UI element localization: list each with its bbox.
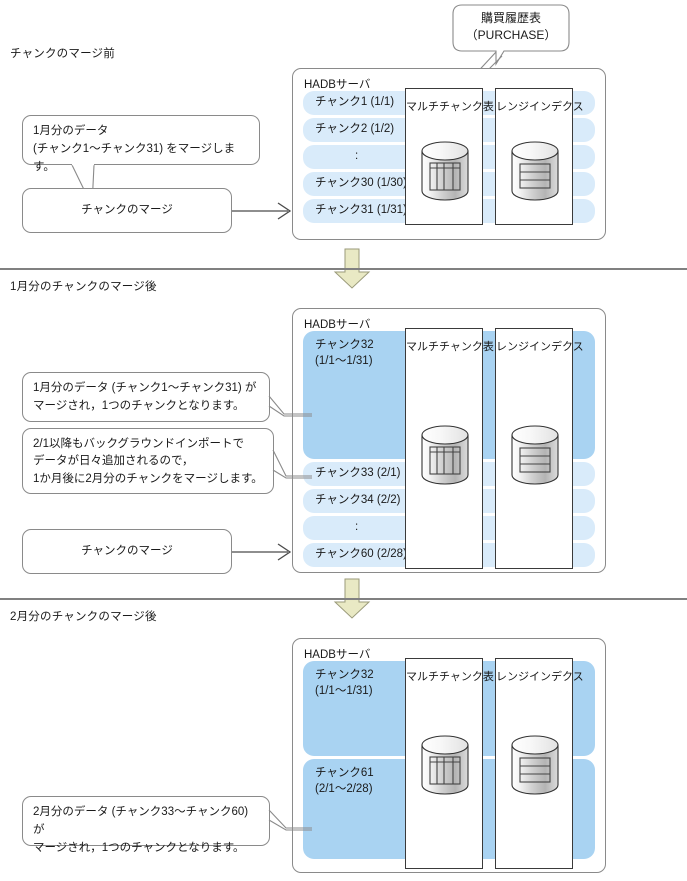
purchase-table-callout: 購買履歴表 （PURCHASE）: [452, 4, 570, 66]
hadb-server-label-after-february: HADBサーバ: [304, 649, 371, 661]
merge-flow-arrow-after-january: [232, 543, 292, 561]
merged-chunk-callout-leader: [268, 395, 312, 417]
section-title-after-january: 1月分のチャンクのマージ後: [10, 281, 157, 293]
chunk-label: チャンク61 (2/1～2/28): [315, 767, 374, 795]
chunk-label: チャンク32 (1/1～1/31): [315, 669, 374, 697]
section-divider-1: [0, 268, 687, 270]
hadb-server-label-after-january: HADBサーバ: [304, 319, 371, 331]
database-index-cylinder-icon: [511, 425, 559, 485]
range-index-column-after-february: レンジインデクス: [495, 658, 584, 869]
merged-chunk-description-callout: 1月分のデータ (チャンク1～チャンク31) が マージされ，1つのチャンクとな…: [22, 372, 270, 422]
chunk-label: チャンク31 (1/31): [315, 204, 407, 217]
range-index-label: レンジインデクス: [496, 671, 584, 683]
chunk-label: チャンク32 (1/1～1/31): [315, 339, 374, 367]
chunk-label: チャンク33 (2/1): [315, 467, 401, 480]
section-divider-2: [0, 598, 687, 600]
database-table-cylinder-icon: [421, 425, 469, 485]
range-index-label: レンジインデクス: [496, 101, 584, 113]
background-import-callout-leader: [272, 449, 312, 479]
database-index-cylinder-icon: [511, 141, 559, 201]
chunk-label: :: [355, 150, 359, 163]
multichunk-table-label: マルチチャンク表: [406, 101, 494, 113]
database-table-cylinder-icon: [421, 141, 469, 201]
section-title-before: チャンクのマージ前: [10, 48, 115, 60]
chunk-label: チャンク30 (1/30): [315, 177, 407, 190]
hadb-server-label-before: HADBサーバ: [304, 79, 371, 91]
merged-february-callout-leader: [268, 809, 312, 831]
database-table-cylinder-icon: [421, 735, 469, 795]
background-import-description-callout: 2/1以降もバックグラウンドインポートで データが日々追加されるので， 1か月後…: [22, 428, 274, 494]
merge-description-callout-before: 1月分のデータ (チャンク1～チャンク31) をマージします。: [22, 115, 260, 173]
purchase-table-id: （PURCHASE）: [465, 28, 557, 43]
chunk-merge-action-box-before: チャンクのマージ: [22, 188, 232, 233]
chunk-label: :: [355, 521, 359, 534]
multichunk-table-label: マルチチャンク表: [406, 671, 494, 683]
database-index-cylinder-icon: [511, 735, 559, 795]
chunk-merge-action-box-after-january: チャンクのマージ: [22, 529, 232, 574]
multichunk-table-label: マルチチャンク表: [406, 341, 494, 353]
chunk-label: チャンク60 (2/28): [315, 548, 407, 561]
merge-flow-arrow-before: [232, 202, 292, 220]
purchase-table-callout-text: 購買履歴表 （PURCHASE）: [452, 10, 570, 45]
chunk-label: チャンク34 (2/2): [315, 494, 401, 507]
range-index-label: レンジインデクス: [496, 341, 584, 353]
merged-february-description-callout: 2月分のデータ (チャンク33～チャンク60) が マージされ，1つのチャンクと…: [22, 796, 270, 854]
chunk-label: チャンク2 (1/2): [315, 123, 395, 136]
section-title-after-february: 2月分のチャンクのマージ後: [10, 611, 157, 623]
chunk-label: チャンク1 (1/1): [315, 96, 395, 109]
purchase-table-name: 購買履歴表: [480, 11, 541, 25]
